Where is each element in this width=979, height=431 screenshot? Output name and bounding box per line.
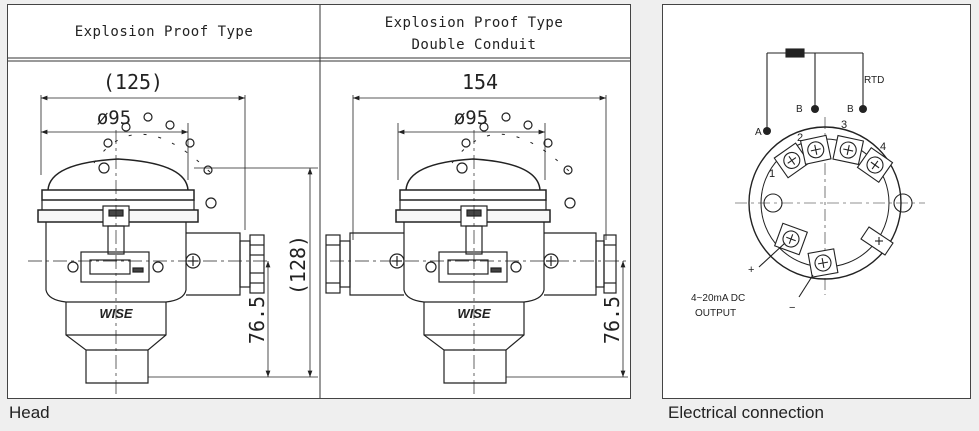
left-dim-width: (125) (103, 70, 163, 94)
terminal-b1-label: B (796, 104, 803, 115)
wiring-diagram: RTD A B B 1 2 3 4 + − 4~20mA DC OUTPUT (691, 48, 925, 319)
right-head-drawing (325, 95, 628, 397)
left-title: Explosion Proof Type (75, 24, 254, 40)
head-drawing-panel: Explosion Proof Type Explosion Proof Typ… (7, 4, 631, 399)
plus-label: + (748, 264, 754, 276)
minus-label: − (789, 302, 795, 314)
right-dim-width: 154 (462, 70, 498, 94)
terminal-number-3: 3 (841, 119, 847, 131)
left-dim-diameter: ø95 (97, 107, 131, 129)
right-brand-logo: WISE (457, 306, 491, 321)
output-line1: 4~20mA DC (691, 293, 745, 304)
terminal-a-label: A (755, 127, 762, 138)
terminal-number-4: 4 (880, 141, 886, 153)
right-dim-diameter: ø95 (454, 107, 488, 129)
left-head-drawing (28, 95, 318, 397)
right-dim-height: 76.5 (600, 296, 624, 344)
output-line2: OUTPUT (695, 308, 736, 319)
left-dim-height-a: 76.5 (245, 296, 269, 344)
head-drawing: Explosion Proof Type Explosion Proof Typ… (8, 5, 630, 398)
right-title-line2: Double Conduit (411, 37, 536, 53)
left-brand-logo: WISE (99, 306, 133, 321)
right-title-line1: Explosion Proof Type (385, 15, 564, 31)
head-caption: Head (9, 403, 50, 422)
electrical-caption: Electrical connection (668, 403, 824, 422)
terminal-number-2: 2 (797, 132, 803, 144)
terminal-b2-label: B (847, 104, 854, 115)
rtd-label: RTD (864, 75, 884, 86)
left-dim-height-b: (128) (286, 235, 310, 295)
electrical-connection-panel: RTD A B B 1 2 3 4 + − 4~20mA DC OUTPUT (662, 4, 971, 399)
terminal-dots (763, 105, 867, 135)
terminal-number-1: 1 (769, 168, 775, 180)
